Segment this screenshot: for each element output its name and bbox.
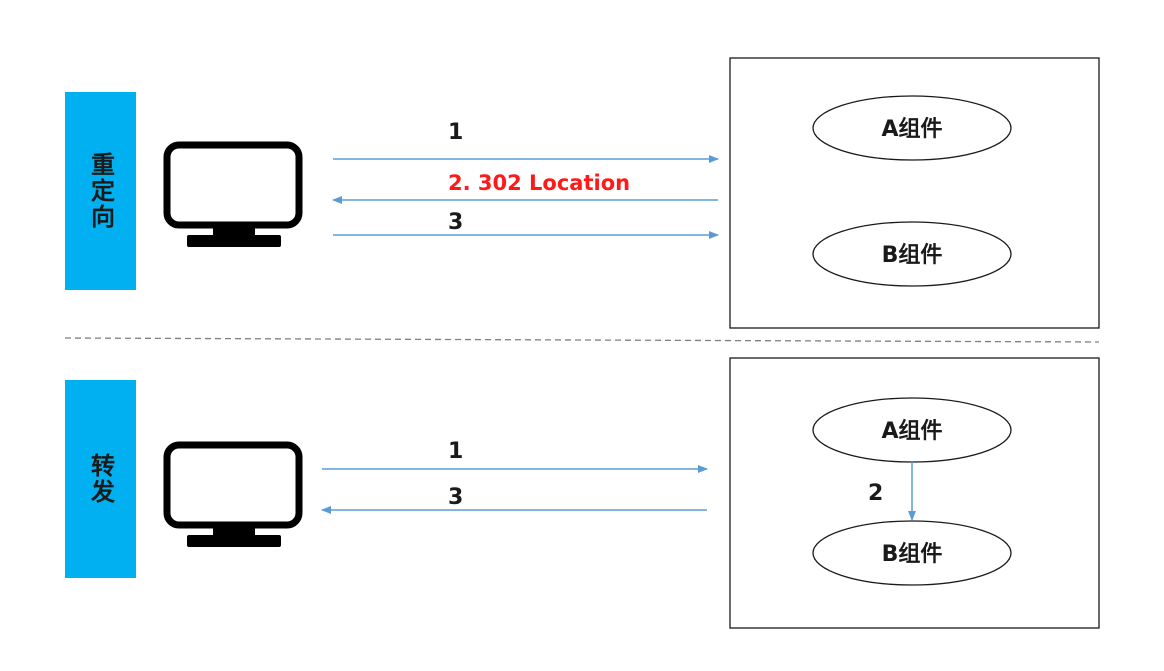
component-a-redirect: A组件 (812, 95, 1012, 161)
component-a-forward: A组件 (812, 397, 1012, 463)
component-b-label: B组件 (882, 242, 943, 268)
computer-monitor-icon (163, 441, 303, 547)
step-2-internal-label: 2 (868, 481, 883, 506)
redirect-section-label: 重定向 (65, 92, 136, 290)
step-3-label: 3 (448, 485, 463, 510)
component-b-forward: B组件 (812, 520, 1012, 586)
section-divider (64, 337, 1100, 343)
step-3-label: 3 (448, 210, 463, 235)
component-b-redirect: B组件 (812, 221, 1012, 287)
step-1-label: 1 (448, 120, 463, 145)
component-a-label: A组件 (881, 116, 942, 142)
computer-monitor-icon (163, 141, 303, 247)
component-a-label: A组件 (881, 418, 942, 444)
step-2-302-location-label: 2. 302 Location (448, 171, 630, 195)
redirect-title: 重定向 (86, 152, 115, 230)
forward-section-label: 转发 (65, 380, 136, 578)
component-b-label: B组件 (882, 541, 943, 567)
step-1-label: 1 (448, 439, 463, 464)
forward-title: 转发 (86, 453, 115, 505)
